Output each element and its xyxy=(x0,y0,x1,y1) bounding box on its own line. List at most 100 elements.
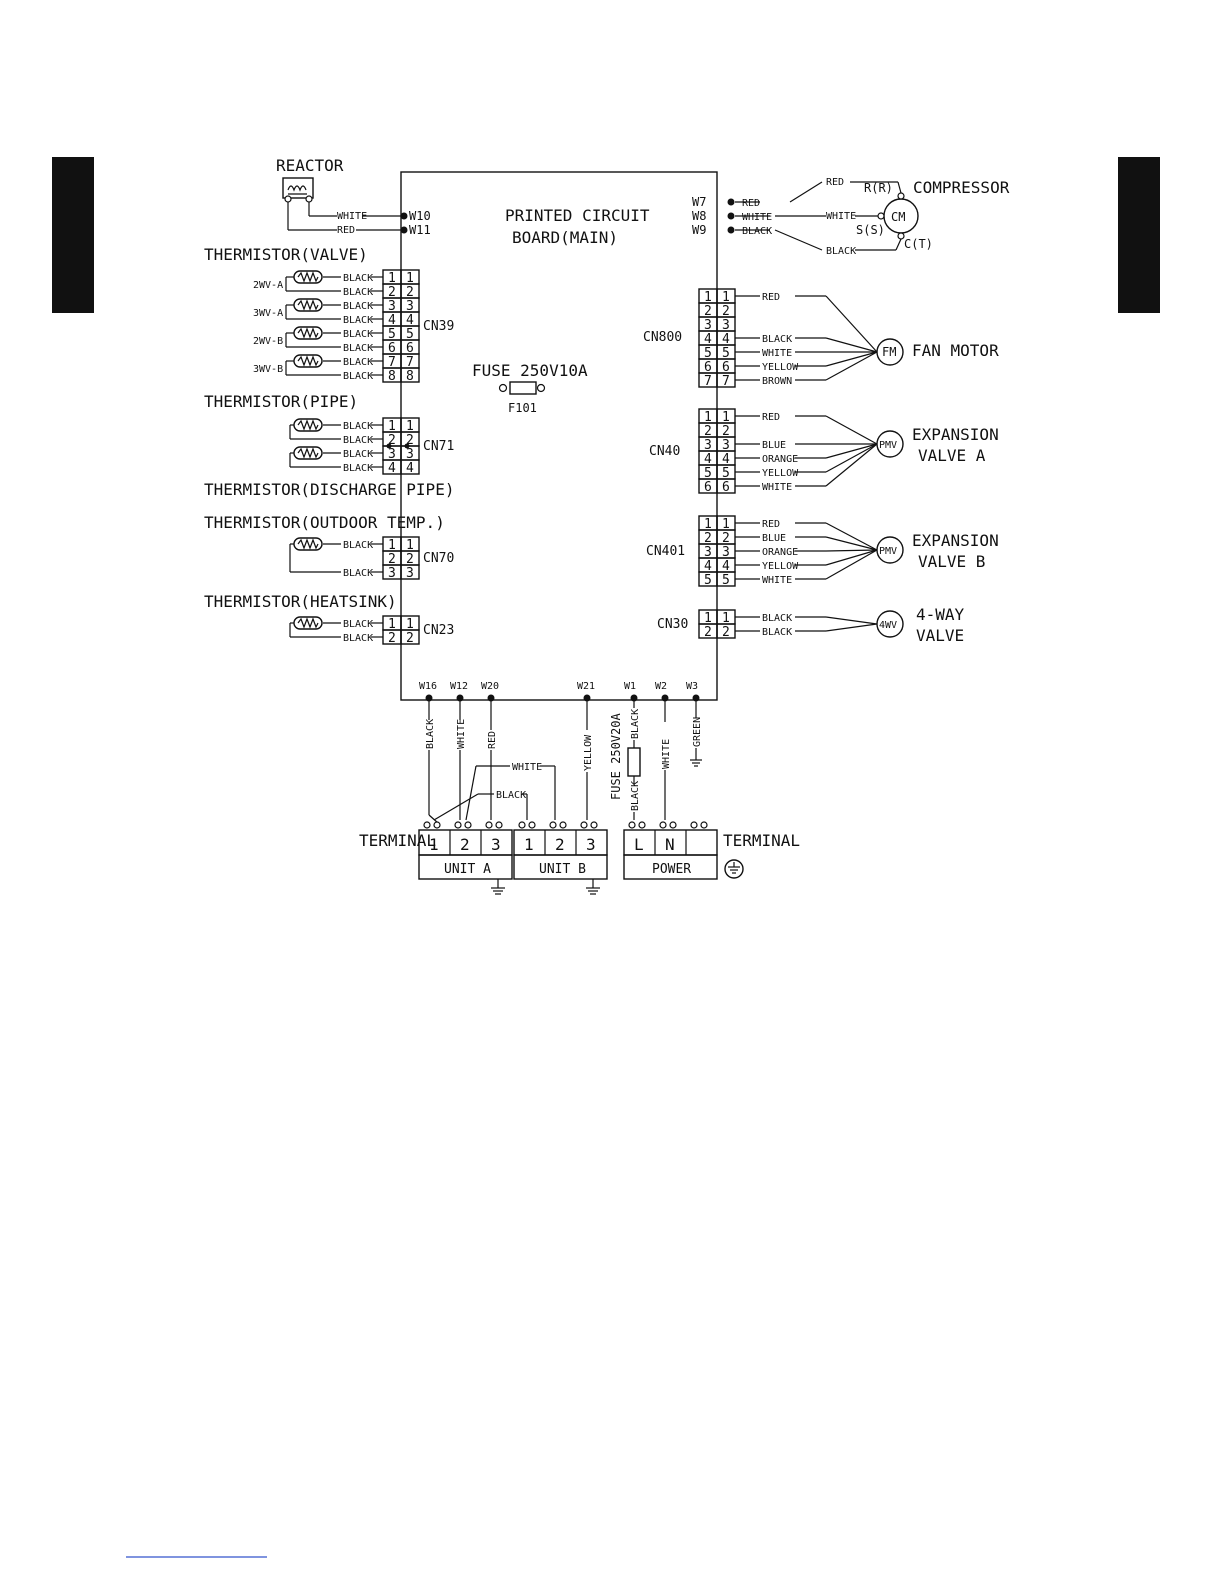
unit-a-terminal-pin-label: 2 xyxy=(460,835,470,854)
expansion-b-circle-wire-label: WHITE xyxy=(762,575,792,586)
connection-point-label: W1 xyxy=(624,681,636,692)
cn71-junction-dot xyxy=(386,443,392,449)
connection-point-dot xyxy=(692,694,700,702)
unit-b-terminal-screw xyxy=(559,821,567,829)
cn30-pin-label: 2 xyxy=(722,625,730,640)
compressor-c: C(T) xyxy=(904,237,933,251)
cn30-pin-label: 1 xyxy=(722,611,730,626)
cn39-label: CN39 xyxy=(423,319,454,334)
left-section-tab xyxy=(52,157,94,313)
sensor-3wv-a: 3WV-A xyxy=(253,308,283,319)
expansion-b-circle-wire-fan xyxy=(825,549,878,580)
cn401-pin-label: 5 xyxy=(722,573,730,588)
compressor-r: R(R) xyxy=(864,181,893,195)
connection-point-label: W3 xyxy=(686,681,698,692)
cn401-pin-label: 2 xyxy=(704,531,712,546)
cn30-label: CN30 xyxy=(657,617,688,632)
four-way-circle-wire-fan xyxy=(825,616,878,625)
four-way-circle-wire-label: BLACK xyxy=(762,627,792,638)
unit-a-label: UNIT A xyxy=(444,862,491,877)
cn71-pin-label: 2 xyxy=(406,433,414,448)
cn800-label: CN800 xyxy=(643,330,682,345)
unit-b-label: UNIT B xyxy=(539,862,586,877)
cn39-pin-label: 2 xyxy=(388,285,396,300)
power-terminal-screw xyxy=(638,821,646,829)
unit-b-terminal-screw xyxy=(528,821,536,829)
fan-motor-circle-wire-fan xyxy=(825,337,878,353)
cn800-pin-label: 7 xyxy=(722,374,730,389)
valve-wire-black-label: BLACK xyxy=(343,287,373,298)
thermistor-discharge-title: THERMISTOR(DISCHARGE PIPE) xyxy=(204,480,454,499)
cn40-pin-label: 6 xyxy=(704,480,712,495)
thermistor-icon-zigzag xyxy=(297,419,319,431)
cn70-pin-label: 1 xyxy=(388,538,396,553)
cn401-pin-label: 1 xyxy=(704,517,712,532)
ground-icon xyxy=(724,859,744,879)
fan-motor-circle-wire-fan xyxy=(825,351,878,367)
expansion-b-circle-wire-label: BLUE xyxy=(762,533,786,544)
expansion-a-label-2: VALVE A xyxy=(918,446,986,465)
valve-wire-black-label: BLACK xyxy=(343,371,373,382)
cn800-pin-label: 3 xyxy=(722,318,730,333)
cn39-pin-label: 1 xyxy=(406,271,414,286)
cn71-pin-label: 2 xyxy=(388,433,396,448)
thermistor-icon-zigzag xyxy=(297,299,319,311)
expansion-a-circle-wire-fan xyxy=(825,443,878,487)
power-fuse-label: FUSE 250V20A xyxy=(609,713,623,800)
valve-wire-black-label: BLACK xyxy=(343,343,373,354)
expansion-b-label-1: EXPANSION xyxy=(912,531,999,550)
thermistor-valve-title: THERMISTOR(VALVE) xyxy=(204,245,368,264)
cn800-pin-label: 1 xyxy=(722,290,730,305)
power-terminal-pin-label: N xyxy=(665,835,675,854)
cn39-pin-label: 6 xyxy=(388,341,396,356)
w16-wire-label: BLACK xyxy=(425,719,436,749)
cn71-pin-label: 4 xyxy=(406,461,414,476)
cn70-pin-right-box xyxy=(400,564,420,580)
cn71-pin-right-box xyxy=(400,459,420,475)
w3-wire-label: GREEN xyxy=(692,717,703,747)
expansion-a-symbol: PMV xyxy=(879,440,897,451)
bottom-wiring xyxy=(428,700,702,824)
compressor-s: S(S) xyxy=(856,223,885,237)
cn71-pin-label: 1 xyxy=(406,419,414,434)
terminal-left-label: TERMINAL xyxy=(359,831,436,850)
cn71-pin-label: 3 xyxy=(406,447,414,462)
unit-a-terminal-pin-label: 3 xyxy=(491,835,501,854)
connection-point-dot xyxy=(456,694,464,702)
terminal-right-label: TERMINAL xyxy=(723,831,800,850)
w12-wire-label: WHITE xyxy=(456,719,467,749)
expansion-b-circle-wire-label: ORANGE xyxy=(762,547,798,558)
reactor-wire-red: RED xyxy=(337,225,355,236)
cn39-pin-label: 5 xyxy=(388,327,396,342)
expansion-b-circle-wire-label: RED xyxy=(762,519,780,530)
expansion-a-circle-wire-label: ORANGE xyxy=(762,454,798,465)
fan-motor-circle-wire-label: RED xyxy=(762,292,780,303)
unit-b-terminal-screw xyxy=(518,821,526,829)
cn800-pin-label: 2 xyxy=(722,304,730,319)
unit-a-ground-icon xyxy=(491,879,505,895)
reactor-w11: W11 xyxy=(409,223,431,237)
cn40-pin-label: 1 xyxy=(722,410,730,425)
pipe-wire-black-label: BLACK xyxy=(343,449,373,460)
cn23-pin-label: 2 xyxy=(406,631,414,646)
cn800-pin-label: 4 xyxy=(704,332,712,347)
connection-point-dot xyxy=(487,694,495,702)
power-terminal-screw xyxy=(690,821,698,829)
cn40-pin-label: 4 xyxy=(704,452,712,467)
sensor-2wv-a: 2WV-A xyxy=(253,280,283,291)
valve-wire-black-label: BLACK xyxy=(343,329,373,340)
expansion-b-label-2: VALVE B xyxy=(918,552,985,571)
expansion-b-circle-wire-fan xyxy=(825,536,878,551)
cn39-pin-label: 4 xyxy=(406,313,414,328)
fan-motor-circle-wire-label: BROWN xyxy=(762,376,792,387)
unit-b-terminal-pin-label: 3 xyxy=(586,835,596,854)
cn70-label: CN70 xyxy=(423,551,454,566)
power-terminal-screw xyxy=(659,821,667,829)
valve-wire-black-label: BLACK xyxy=(343,301,373,312)
heatsink-wire-black-label: BLACK xyxy=(343,633,373,644)
